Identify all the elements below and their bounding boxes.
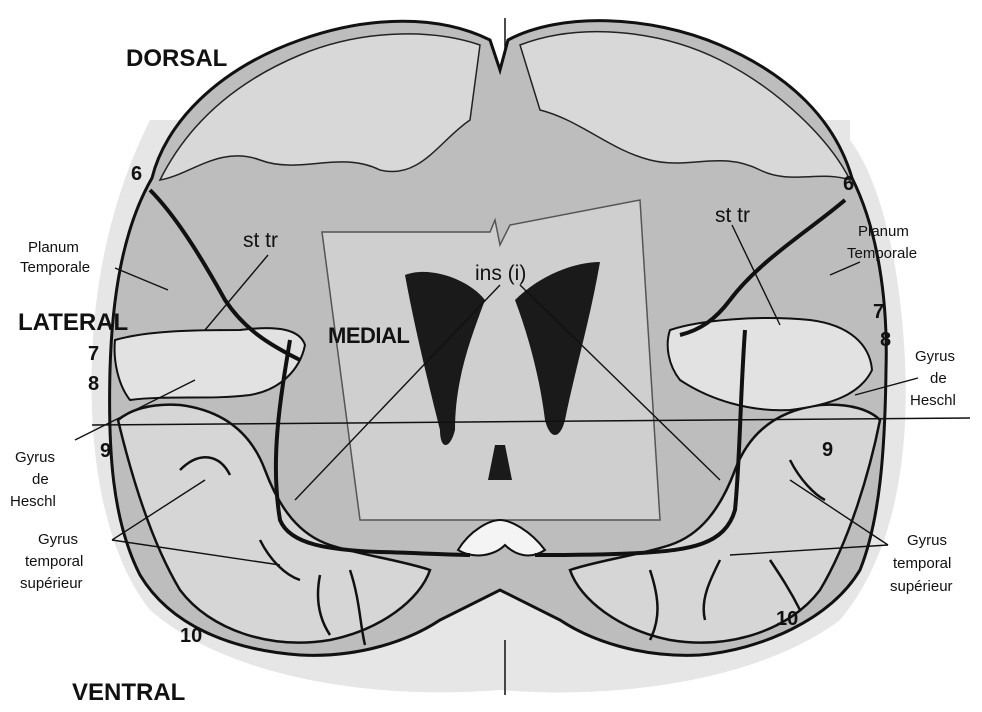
label-heschl-right-3: Heschl <box>910 392 956 409</box>
label-heschl-left-3: Heschl <box>10 493 56 510</box>
num-left-10: 10 <box>180 625 202 647</box>
label-planum-right-1: Planum <box>858 223 909 240</box>
label-planum-left-1: Planum <box>28 239 79 256</box>
num-left-8: 8 <box>88 373 99 395</box>
num-right-9: 9 <box>822 439 833 461</box>
label-st-tr-right: st tr <box>715 204 750 227</box>
label-gts-left-2: temporal <box>25 553 83 570</box>
label-gts-right-1: Gyrus <box>907 532 947 549</box>
label-planum-right-2: Temporale <box>847 245 917 262</box>
label-gts-left-3: supérieur <box>20 575 83 592</box>
label-planum-left-2: Temporale <box>20 259 90 276</box>
num-left-7: 7 <box>88 343 99 365</box>
label-heschl-right-1: Gyrus <box>915 348 955 365</box>
label-dorsal: DORSAL <box>126 45 227 72</box>
label-medial: MEDIAL <box>328 323 409 348</box>
label-ins: ins (i) <box>475 262 526 285</box>
label-st-tr-left: st tr <box>243 229 278 252</box>
label-heschl-left-2: de <box>32 471 49 488</box>
label-heschl-left-1: Gyrus <box>15 449 55 466</box>
num-left-6: 6 <box>131 163 142 185</box>
num-right-6: 6 <box>843 173 854 195</box>
num-left-9: 9 <box>100 440 111 462</box>
num-right-8: 8 <box>880 329 891 351</box>
label-lateral: LATERAL <box>18 309 128 336</box>
label-gts-right-3: supérieur <box>890 578 953 595</box>
num-right-10: 10 <box>776 608 798 630</box>
label-ventral: VENTRAL <box>72 679 185 706</box>
label-gts-left-1: Gyrus <box>38 531 78 548</box>
num-right-7: 7 <box>873 301 884 323</box>
label-gts-right-2: temporal <box>893 555 951 572</box>
label-heschl-right-2: de <box>930 370 947 387</box>
